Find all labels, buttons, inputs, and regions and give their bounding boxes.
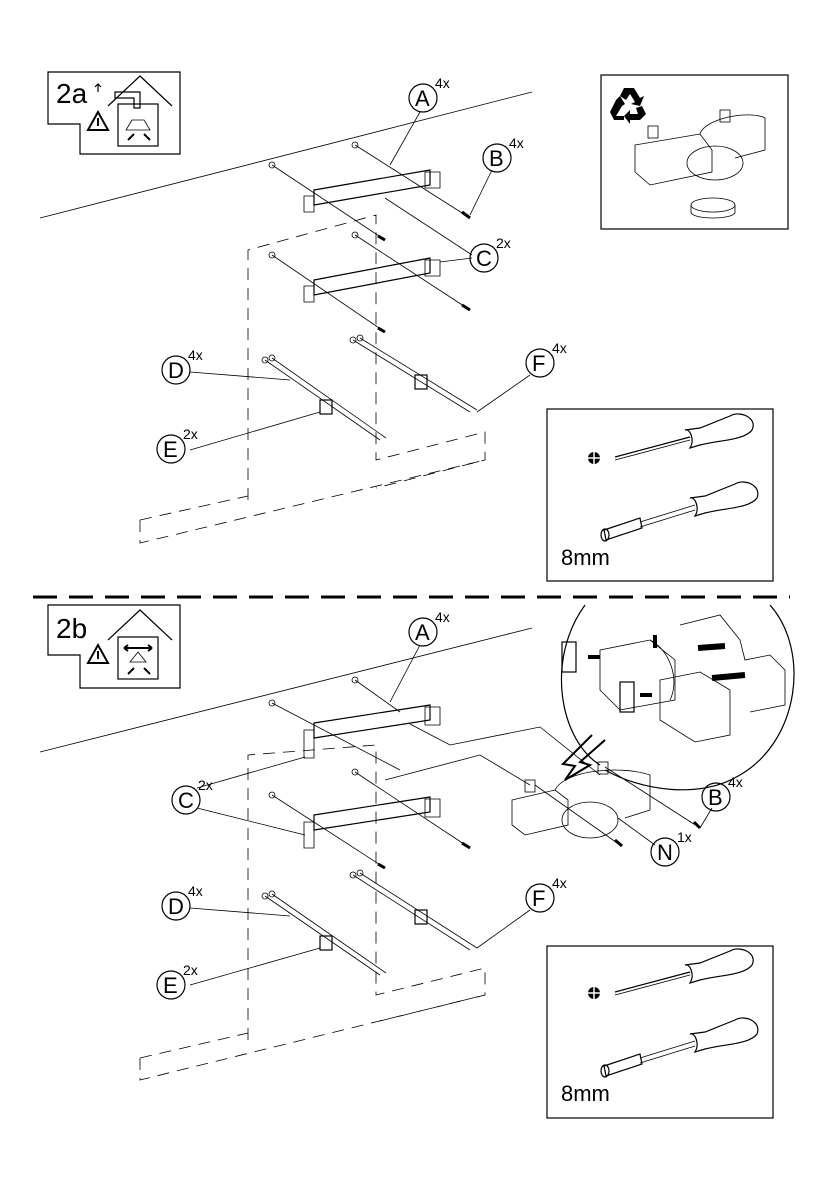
step-label: 2a <box>56 78 88 109</box>
callout-d: D 4x <box>161 347 291 385</box>
callout-c: C 2x <box>171 756 306 836</box>
phillips-screwdriver-icon <box>614 413 754 461</box>
bracket-c-upper <box>268 141 471 242</box>
svg-text:C: C <box>178 788 194 813</box>
svg-text:A: A <box>415 86 430 111</box>
svg-text:E: E <box>163 437 178 462</box>
svg-text:C: C <box>476 246 492 271</box>
svg-text:N: N <box>657 840 673 865</box>
svg-text:4x: 4x <box>509 135 524 151</box>
section-2b: 2b <box>39 604 795 1119</box>
warning-icon <box>86 642 110 664</box>
tools-panel-2a: 8mm <box>546 408 774 582</box>
recycle-icon <box>610 88 646 124</box>
callout-f: F 4x <box>476 340 567 413</box>
hood-outline <box>247 744 486 1040</box>
svg-text:4x: 4x <box>188 347 203 363</box>
svg-text:4x: 4x <box>728 774 743 790</box>
recycle-panel <box>600 74 789 230</box>
callout-b: B 4x <box>469 135 524 216</box>
phillips-icon <box>586 450 602 466</box>
svg-text:4x: 4x <box>435 609 450 625</box>
callout-d: D 4x <box>161 883 291 921</box>
tools-panel-2b: 8mm <box>546 945 774 1119</box>
duct-deflector-assembly <box>561 614 786 743</box>
svg-text:D: D <box>168 358 184 383</box>
warning-icon <box>86 109 110 131</box>
nut-driver-icon <box>600 1017 759 1078</box>
tool-size-label: 8mm <box>561 545 610 570</box>
callout-e: E 2x <box>156 411 321 464</box>
svg-text:B: B <box>708 785 723 810</box>
svg-text:F: F <box>532 886 545 911</box>
hood-outline-bottom <box>139 994 486 1081</box>
svg-text:2x: 2x <box>183 426 198 442</box>
svg-text:4x: 4x <box>435 75 450 91</box>
callout-f: F 4x <box>476 875 567 949</box>
svg-text:4x: 4x <box>552 340 567 356</box>
detail-bubble <box>560 604 795 791</box>
callout-e: E 2x <box>156 947 321 1000</box>
phillips-screwdriver-icon <box>614 948 754 996</box>
svg-text:2x: 2x <box>198 777 213 793</box>
bracket-c-lower <box>268 768 471 870</box>
callout-b: B 4x <box>699 774 743 829</box>
hood-outline-bottom <box>139 459 486 544</box>
svg-text:2x: 2x <box>183 962 198 978</box>
corner-bracket-e-right <box>349 334 478 413</box>
callout-c: C 2x <box>384 197 511 273</box>
phillips-icon <box>586 985 602 1001</box>
ceiling-line <box>39 627 533 753</box>
svg-text:4x: 4x <box>188 883 203 899</box>
svg-text:4x: 4x <box>552 875 567 891</box>
bracket-c-lower <box>268 231 471 334</box>
svg-text:B: B <box>489 146 504 171</box>
step-label: 2b <box>56 613 87 644</box>
corner-bracket-e-right <box>349 869 478 951</box>
callout-n: N 1x <box>617 817 692 867</box>
svg-text:E: E <box>163 973 178 998</box>
svg-text:D: D <box>168 894 184 919</box>
section-2a: 2a <box>39 71 789 582</box>
bracket-c-upper <box>268 676 441 771</box>
callout-a: A 4x <box>389 609 450 703</box>
house-hood-icon <box>107 75 173 147</box>
corner-bracket-e-left <box>261 354 387 441</box>
exhaust-duct-icon <box>94 83 141 109</box>
ceiling-line <box>39 91 533 219</box>
svg-text:A: A <box>415 620 430 645</box>
deflector-duct-n <box>511 761 702 848</box>
step-badge-2b: 2b <box>47 604 181 689</box>
house-recirculation-icon <box>107 609 173 680</box>
nut-driver-icon <box>600 481 759 542</box>
svg-text:1x: 1x <box>677 829 692 845</box>
step-badge-2a: 2a <box>47 71 181 155</box>
callout-a: A 4x <box>389 75 450 166</box>
duct-adapter <box>634 109 766 219</box>
svg-text:F: F <box>532 351 545 376</box>
hood-outline <box>247 214 486 500</box>
tool-size-label: 8mm <box>561 1081 610 1106</box>
svg-text:2x: 2x <box>496 235 511 251</box>
corner-bracket-e-left <box>261 890 387 976</box>
